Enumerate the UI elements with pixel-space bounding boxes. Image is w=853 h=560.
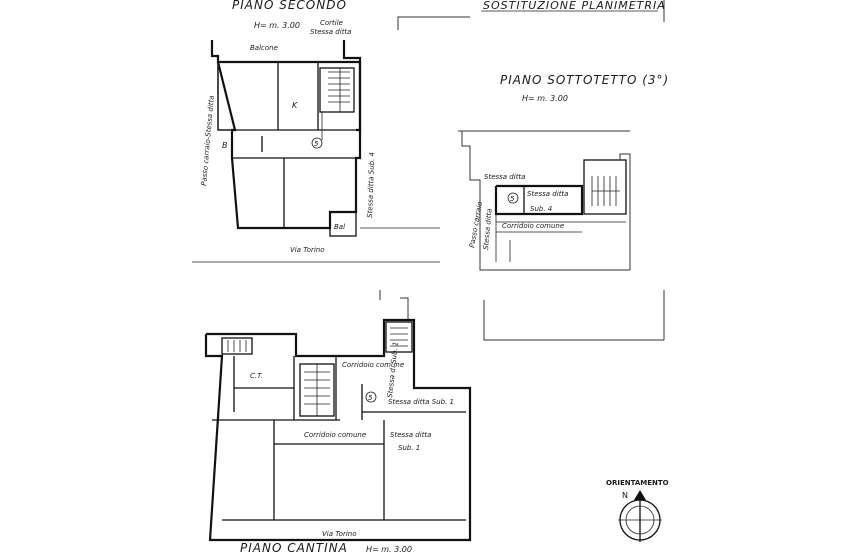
corridoio-comune-b-label: Corridoio comune (304, 431, 366, 439)
attic-stair (583, 159, 627, 215)
stessa-ditta-side-label: Stessa ditta (482, 208, 494, 250)
piano-secondo-height: H= m. 3.00 (254, 21, 300, 30)
via-torino-label: Via Torino (290, 246, 324, 254)
stessa-ditta-top-label: Stessa ditta (310, 28, 351, 36)
outer-wall (216, 61, 362, 230)
stessa-ditta-sub-label: Stessa ditta Sub. 4 (366, 152, 376, 218)
ct-label: C.T. (250, 372, 263, 380)
number-label: 5 (510, 195, 515, 203)
piano-sottotetto-height: H= m. 3.00 (522, 94, 568, 103)
orientamento-label: ORIENTAMENTO (606, 479, 669, 487)
wall (356, 62, 362, 132)
stessa-ditta-main-label: Stessa ditta (390, 431, 431, 439)
piano-cantina-plan: C.T. Corridoio comune Stessa d. Sub. 1 5… (204, 290, 472, 555)
stessa-ditta-top-label: Stessa ditta (484, 173, 525, 181)
balcony-box (329, 211, 357, 237)
piano-cantina-title: PIANO CANTINA (240, 541, 348, 555)
stessa-ditta-room-label: Stessa ditta (527, 190, 568, 198)
north-label: N (622, 491, 628, 500)
passo-carraio-label: Passo carraio (468, 201, 484, 248)
bal-label: Bal (334, 223, 345, 231)
cortile-label: Cortile (320, 19, 343, 27)
corridoio-comune-a-label: Corridoio comune (342, 361, 404, 369)
passo-carraio-label: Passo carraio-Stessa ditta (200, 95, 216, 186)
staircase (319, 67, 355, 113)
piano-secondo-plan: PIANO SECONDO H= m. 3.00 Cortile Stessa … (192, 0, 440, 263)
number-circle (311, 137, 323, 149)
plan-outline (400, 297, 409, 320)
stessa-ditta-sub1-label: Stessa ditta Sub. 1 (388, 398, 454, 406)
kitchen-label: K (292, 101, 298, 110)
sub1-label: Sub. 1 (398, 444, 420, 452)
via-torino-label: Via Torino (322, 530, 356, 538)
plan-outline (619, 153, 631, 270)
attic-room (494, 184, 584, 216)
sheet-border-top (397, 16, 470, 30)
number-label: 5 (314, 140, 319, 148)
number-label: 5 (368, 394, 373, 402)
stessa-ditta-sub1-vertical-label: Stessa d. Sub. 1 (386, 341, 400, 398)
stair-top-left (221, 337, 253, 355)
plan-outline (461, 131, 630, 271)
piano-secondo-title: PIANO SECONDO (232, 0, 347, 12)
north-arrow-icon (634, 490, 646, 500)
piano-sottotetto-title: PIANO SOTTOTETTO (3°) (500, 73, 669, 87)
piano-sottotetto-plan: PIANO SOTTOTETTO (3°) H= m. 3.00 5 Stess… (458, 73, 669, 341)
sheet-border (483, 300, 664, 341)
sub-label: Sub. 4 (530, 205, 552, 213)
corridoio-label: Corridoio comune (502, 222, 564, 230)
piano-cantina-height: H= m. 3.00 (366, 545, 412, 554)
basement-outline (204, 318, 472, 542)
stair-top-right (385, 321, 413, 353)
number-circle (365, 391, 377, 403)
orientation-legend: ORIENTAMENTO N (606, 479, 669, 542)
balcone-label: Balcone (250, 44, 278, 52)
room-b-label: B (222, 141, 228, 150)
number-circle (507, 192, 519, 204)
balcony-rail (210, 40, 362, 64)
document-title: SOSTITUZIONE PLANIMETRIA (483, 0, 666, 12)
